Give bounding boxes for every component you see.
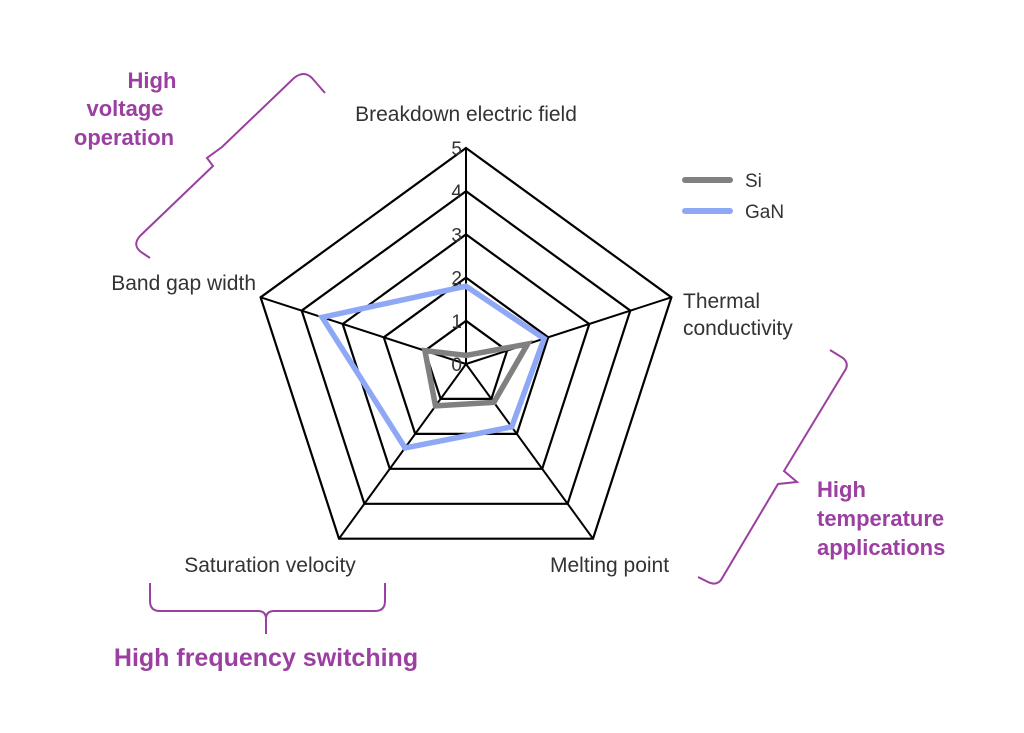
legend-label-gan: GaN [745, 202, 784, 223]
voltage-callout: High voltage operation [74, 68, 326, 259]
radar-grid [259, 146, 673, 540]
tick-label-3: 3 [451, 225, 462, 246]
voltage-bracket [135, 73, 326, 259]
temperature-callout-line-2: temperature [817, 506, 944, 531]
series-layer [317, 283, 548, 451]
spoke-4 [338, 363, 467, 540]
legend: Si GaN [682, 171, 784, 223]
temperature-callout-line-1: High [817, 477, 866, 502]
temperature-callout-line-3: applications [817, 535, 945, 560]
tick-label-4: 4 [451, 182, 462, 203]
legend-label-si: Si [745, 171, 762, 192]
temperature-callout: High temperature applications [697, 349, 945, 585]
tick-labels: 0 1 2 3 4 5 [451, 139, 462, 376]
grid-ring-5 [259, 146, 673, 540]
frequency-callout-text: High frequency switching [114, 644, 418, 672]
tick-label-5: 5 [451, 139, 462, 160]
series-gan-polygon [317, 283, 548, 451]
axis-label-3: Melting point [550, 554, 669, 577]
axis-label-5: Band gap width [111, 272, 256, 295]
voltage-callout-line-1: High [128, 68, 177, 93]
axis-label-1: Breakdown electric field [355, 103, 577, 126]
spoke-3 [465, 363, 594, 540]
voltage-callout-line-2: voltage [86, 96, 163, 121]
temperature-bracket [697, 349, 848, 585]
spoke-2 [465, 296, 672, 365]
voltage-callout-line-3: operation [74, 125, 174, 150]
tick-label-1: 1 [451, 312, 462, 333]
grid-ring-4 [300, 189, 632, 505]
series-si-polygon [421, 340, 533, 409]
frequency-bracket [149, 583, 386, 634]
axis-label-4: Saturation velocity [184, 554, 356, 577]
tick-label-2: 2 [451, 269, 462, 290]
tick-label-0: 0 [451, 355, 462, 376]
grid-ring-1 [423, 319, 509, 400]
frequency-callout: High frequency switching [114, 583, 418, 672]
